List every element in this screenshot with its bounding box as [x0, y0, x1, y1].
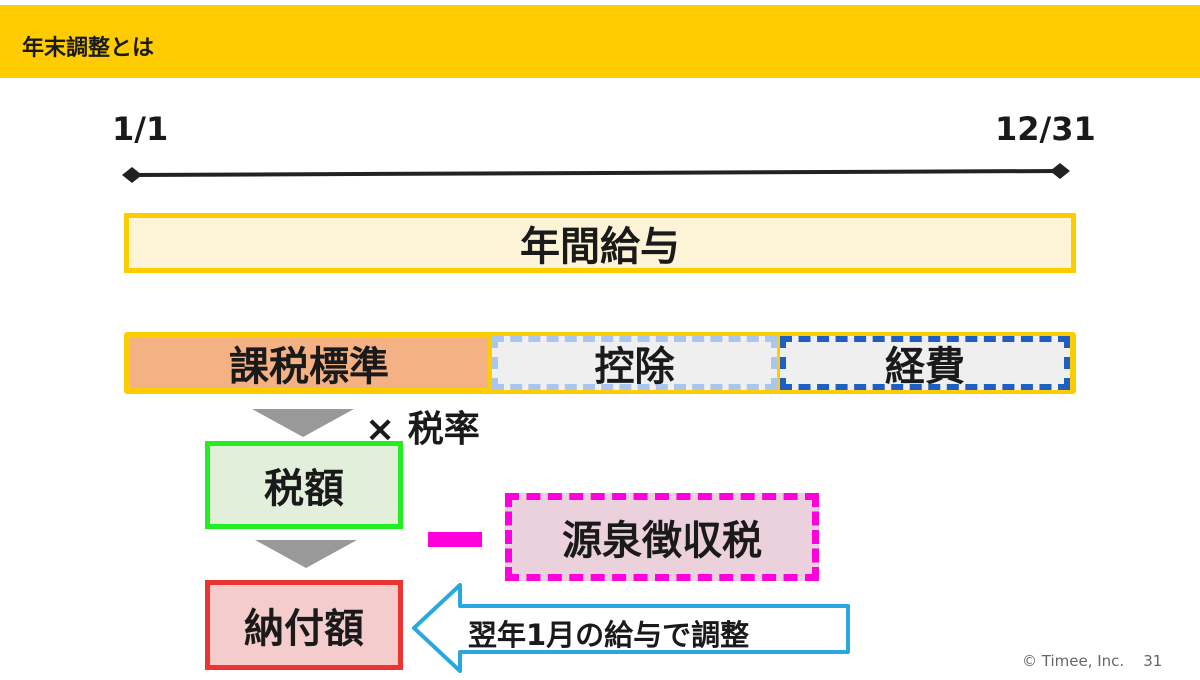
withholding-tax-box: 源泉徴収税	[505, 493, 819, 581]
footer: © Timee, Inc. 31	[1022, 652, 1162, 670]
adjustment-note: 翌年1月の給与で調整	[468, 618, 750, 652]
taxable-standard-box: 課税標準	[130, 338, 488, 390]
timeline-end: 12/31	[995, 110, 1096, 148]
minus-sign: －	[428, 532, 482, 547]
header-bar	[0, 5, 1200, 78]
payment-amount-box: 納付額	[205, 580, 403, 670]
deduction-box: 控除	[492, 336, 777, 390]
left-arrow-icon	[412, 583, 850, 673]
copyright: © Timee, Inc.	[1022, 652, 1125, 670]
down-arrow-icon	[255, 540, 357, 568]
tax-amount-box: 税額	[205, 441, 403, 529]
expenses-box: 経費	[780, 336, 1070, 390]
timeline-line	[122, 163, 1070, 183]
page-number: 31	[1143, 652, 1163, 670]
timeline-start: 1/1	[112, 110, 169, 148]
slide-title: 年末調整とは	[22, 36, 155, 61]
diamond-end-icon	[1050, 163, 1070, 179]
diamond-start-icon	[122, 167, 142, 183]
down-arrow-icon	[252, 409, 354, 437]
annual-salary-box: 年間給与	[124, 213, 1076, 273]
